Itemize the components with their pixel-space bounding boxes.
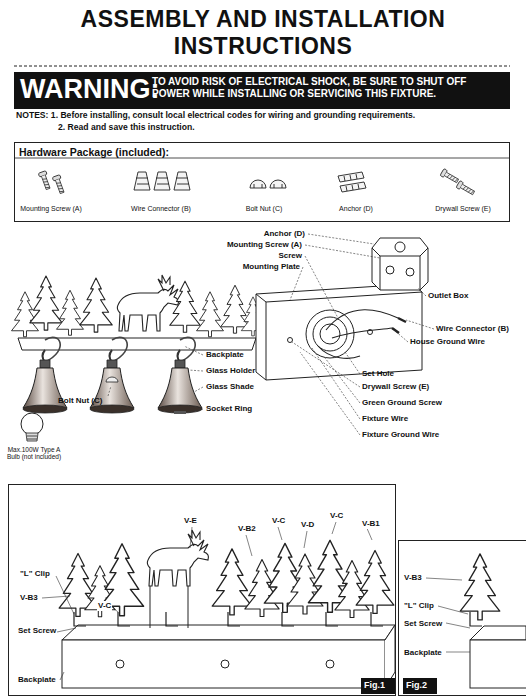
callout-label: Glass Shade [206, 382, 254, 391]
part-name: Mounting Screw (A) [11, 205, 91, 213]
part-name: Set Screw [403, 619, 443, 629]
callout-label: House Ground Wire [410, 337, 485, 346]
callout-label: Socket Ring [206, 404, 252, 413]
part-name: "L" Clip [19, 569, 51, 579]
fig1-art [42, 522, 395, 688]
note: 2. Read and save this instruction. [58, 122, 195, 132]
part-name: Backplate [17, 675, 57, 685]
callout-label: Glass Holder [206, 366, 255, 375]
figure-number: Fig.1 [364, 680, 385, 691]
warning-word: WARNING: [20, 73, 159, 105]
callout-label: Backplate [206, 350, 244, 359]
part-name: Set Screw [17, 626, 57, 636]
part-code: V-D [300, 520, 315, 530]
callout-label: Anchor (D) [264, 229, 305, 238]
hardware-box: Hardware Package (included): Mounting Scr… [14, 142, 510, 222]
part-code: V-B2 [237, 524, 257, 534]
figure-frame: V-B3 "L" ClipSet ScrewBackplateFig.2 [398, 540, 526, 696]
title: ASSEMBLY AND INSTALLATION INSTRUCTIONS [43, 6, 483, 60]
part-name: "L" Clip [403, 601, 435, 611]
callout-label: Green Ground Screw [362, 398, 442, 407]
part-code: V-C [329, 511, 344, 521]
figure-badge: Fig.2 [403, 678, 437, 694]
callout-label: Bolt Nut (C) [58, 396, 102, 405]
figure-number: Fig.2 [406, 680, 427, 691]
callout-label: Mounting Plate [243, 262, 300, 271]
callout-label: Outlet Box [428, 291, 468, 300]
callout-label: Mounting Screw (A) [227, 240, 302, 249]
callout-label: Set Hole [362, 369, 394, 378]
callout-label: Fixture Wire [362, 414, 408, 423]
rule [14, 66, 510, 67]
part-name: Drywall Screw (E) [423, 205, 503, 213]
part-code: V-B1 [361, 519, 381, 529]
figure-badge: Fig.1 [361, 678, 395, 694]
callout-label: Max.100W Type A Bulb (not included) [2, 446, 66, 460]
part-name: Wire Connector (B) [121, 205, 201, 213]
part-name: Backplate [403, 648, 443, 658]
callout-label: Fixture Ground Wire [362, 430, 439, 439]
part-code: V-E [183, 516, 198, 526]
part-code: V-C [97, 601, 112, 611]
socket-ring [174, 411, 186, 414]
part-name: Bolt Nut (C) [224, 205, 304, 213]
part-name: Anchor (D) [316, 205, 396, 213]
mounting-plate-art [256, 238, 428, 380]
warning-text: TO AVOID RISK OF ELECTRICAL SHOCK, BE SU… [152, 76, 504, 100]
part-code: V-B3 [19, 593, 39, 603]
callout-label: Wire Connector (B) [436, 324, 509, 333]
note: NOTES: 1. Before installing, consult loc… [16, 110, 415, 120]
fixture-backplate-art [12, 275, 265, 441]
hardware-heading: Hardware Package (included): [19, 146, 169, 159]
part-code: V-C [271, 516, 286, 526]
callout-label: Drywall Screw (E) [362, 382, 429, 391]
callout-label: Screw [278, 251, 302, 260]
warning-band: WARNING:TO AVOID RISK OF ELECTRICAL SHOC… [14, 72, 510, 109]
hardware-icons [38, 169, 475, 197]
figure-frame: V-EV-B2V-CV-DV-CV-B1"L" ClipV-B3V-CSet S… [8, 484, 396, 696]
part-code: V-B3 [403, 573, 423, 583]
